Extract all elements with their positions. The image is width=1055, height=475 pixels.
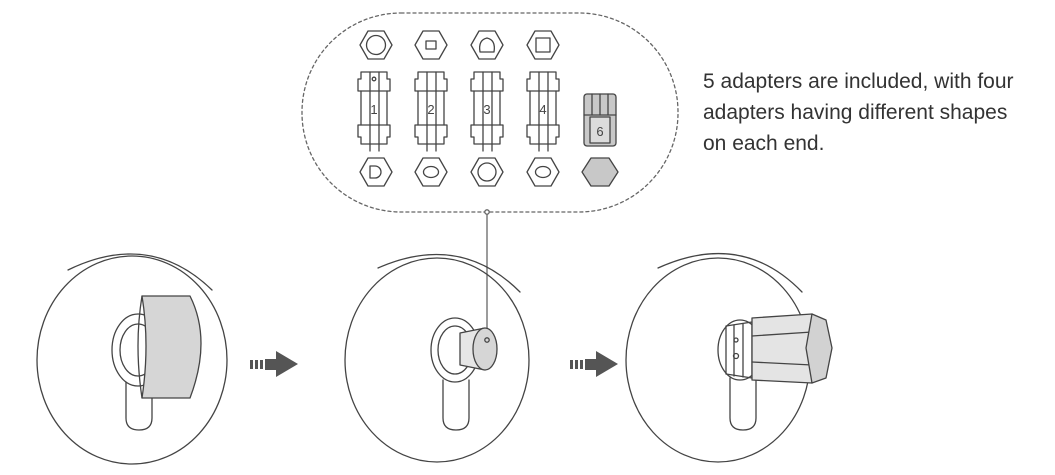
caption-line-3: on each end. xyxy=(703,132,825,155)
caption-line-1: 5 adapters are included, with four xyxy=(703,70,1014,93)
step-arrow-1 xyxy=(250,351,298,377)
adapter-2: 2 xyxy=(414,71,448,152)
step-3-lock xyxy=(625,252,833,463)
callout-leader-dot xyxy=(484,209,490,215)
adapter-number-3: 3 xyxy=(483,102,490,117)
adapter-4: 4 xyxy=(526,71,560,152)
adapter-end-view-6-bottom xyxy=(581,157,619,187)
step-1-lock xyxy=(36,253,228,465)
adapter-end-view-2-bottom xyxy=(414,157,448,187)
step-arrow-2 xyxy=(570,351,618,377)
step-2-lock xyxy=(344,253,530,463)
adapter-end-view-1-bottom xyxy=(359,157,393,187)
adapter-1: 1 xyxy=(357,71,391,152)
adapter-3: 3 xyxy=(470,71,504,152)
adapter-number-4: 4 xyxy=(539,102,546,117)
adapter-number-6: 6 xyxy=(596,124,603,139)
adapter-callout: 1 2 3 4 6 xyxy=(301,12,679,341)
adapter-end-view-1-top xyxy=(359,30,393,60)
adapter-end-view-4-bottom xyxy=(526,157,560,187)
callout-bubble xyxy=(301,12,679,213)
thumb-turn-knob xyxy=(141,295,202,399)
adapter-6: 6 xyxy=(583,93,617,147)
installed-hex-adapter xyxy=(725,313,833,384)
adapter-end-view-3-top xyxy=(470,30,504,60)
adapter-number-2: 2 xyxy=(427,102,434,117)
adapter-end-view-3-bottom xyxy=(470,157,504,187)
installed-adapter xyxy=(459,327,498,371)
adapter-number-1: 1 xyxy=(370,102,377,117)
adapter-end-view-2-top xyxy=(414,30,448,60)
caption-line-2: adapters having different shapes xyxy=(703,101,1008,124)
adapter-end-view-4-top xyxy=(526,30,560,60)
adapter-description: 5 adapters are included, with four adapt… xyxy=(703,66,1033,159)
